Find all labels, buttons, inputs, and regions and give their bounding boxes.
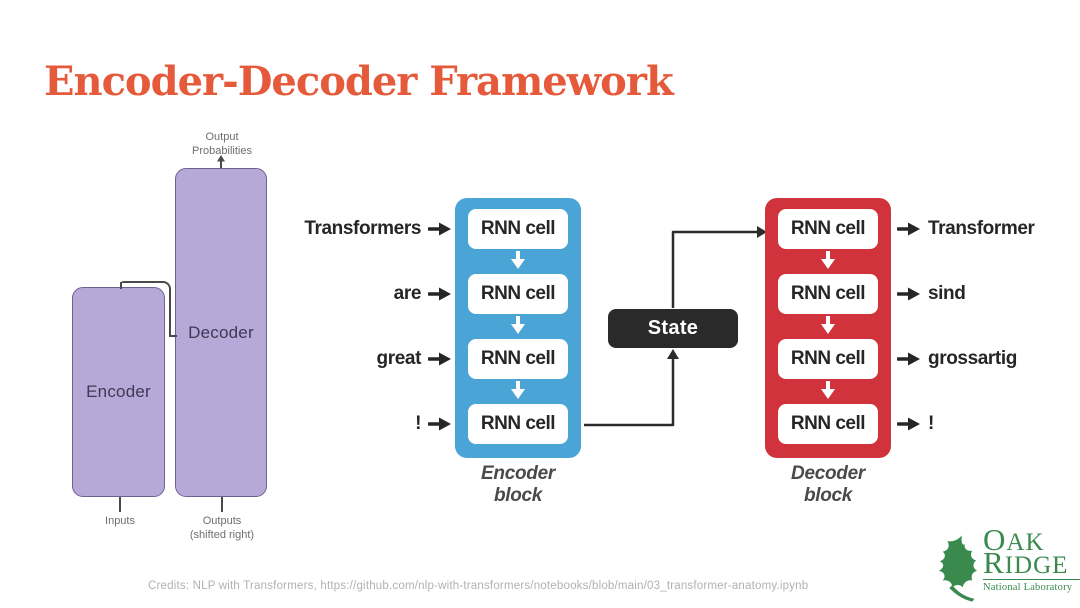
- rnn-cell: RNN cell: [468, 209, 568, 249]
- outputs-line: [221, 497, 223, 512]
- right-arrow-icon: [428, 287, 451, 301]
- right-arrow-icon: [897, 222, 920, 236]
- right-arrow-icon: [897, 287, 920, 301]
- up-arrow-icon: [217, 155, 225, 169]
- encoder-box-label: Encoder: [86, 382, 151, 401]
- decoder-output-word: sind: [928, 283, 966, 304]
- down-arrow-icon: [511, 251, 525, 269]
- down-arrow-icon: [821, 381, 835, 399]
- encoder-to-decoder-connector: [120, 281, 171, 337]
- encoder-input-row: !: [240, 404, 452, 444]
- down-arrow-icon: [511, 381, 525, 399]
- encoder-input-word: !: [415, 413, 421, 434]
- decoder-output-row: !: [897, 404, 1077, 444]
- outputs-label-line1: Outputs: [202, 515, 242, 527]
- oak-ridge-wordmark: OAK RIDGE National Laboratory: [983, 524, 1080, 593]
- rnn-cell: RNN cell: [778, 404, 878, 444]
- logo-oak-rest: AK: [1006, 529, 1045, 556]
- logo-ridge-initial: R: [983, 545, 1005, 580]
- oak-ridge-logo: OAK RIDGE National Laboratory: [933, 524, 1080, 605]
- logo-ridge-rest: IDGE: [1004, 552, 1069, 579]
- inputs-label: Inputs: [105, 515, 135, 527]
- rnn-cell: RNN cell: [468, 339, 568, 379]
- connector-hook: [169, 335, 177, 337]
- output-probabilities-line1: Output: [205, 131, 239, 143]
- inputs-line: [119, 497, 121, 512]
- decoder-output-row: grossartig: [897, 339, 1077, 379]
- encoder-input-row: are: [240, 274, 452, 314]
- right-arrow-icon: [897, 352, 920, 366]
- decoder-box: Decoder: [175, 168, 267, 497]
- right-arrow-icon: [428, 352, 451, 366]
- down-arrow-icon: [511, 316, 525, 334]
- encoder-input-row: Transformers: [240, 209, 452, 249]
- credits-text: Credits: NLP with Transformers, https://…: [148, 580, 809, 592]
- decoder-output-row: sind: [897, 274, 1077, 314]
- down-arrow-icon: [821, 251, 835, 269]
- decoder-output-word: !: [928, 413, 934, 434]
- rnn-encoder-block: RNN cell RNN cell RNN cell RNN cell: [455, 198, 581, 458]
- rnn-cell: RNN cell: [778, 274, 878, 314]
- encoder-input-row: great: [240, 339, 452, 379]
- logo-line-oak: OAK: [983, 524, 1080, 556]
- output-probabilities-line2: Probabilities: [192, 144, 252, 157]
- slide-title: Encoder-Decoder Framework: [44, 58, 674, 105]
- state-connector-lines: [584, 226, 767, 427]
- encoder-input-word: great: [376, 348, 422, 369]
- state-box: State: [608, 309, 738, 348]
- logo-oak-initial: O: [983, 522, 1007, 557]
- decoder-box-label: Decoder: [188, 322, 254, 342]
- down-arrow-icon: [821, 316, 835, 334]
- encoder-box: Encoder: [72, 287, 165, 497]
- encoder-input-word: Transformers: [304, 218, 421, 239]
- encoder-input-word: are: [393, 283, 422, 304]
- rnn-cell: RNN cell: [468, 274, 568, 314]
- encoder-block-caption: Encoder block: [481, 463, 555, 506]
- right-arrow-icon: [428, 222, 451, 236]
- rnn-cell: RNN cell: [468, 404, 568, 444]
- logo-line-ridge: RIDGE: [983, 547, 1080, 579]
- logo-subtitle: National Laboratory: [983, 579, 1080, 593]
- oak-leaf-icon: [938, 535, 978, 602]
- decoder-output-word: grossartig: [928, 348, 1017, 369]
- rnn-cell: RNN cell: [778, 209, 878, 249]
- outputs-label: Outputs (shifted right): [172, 515, 272, 542]
- outputs-label-line2: (shifted right): [189, 528, 255, 541]
- right-arrow-icon: [428, 417, 451, 431]
- output-probabilities-label: Output Probabilities: [162, 131, 282, 158]
- decoder-block-caption: Decoder block: [791, 463, 865, 506]
- rnn-cell: RNN cell: [778, 339, 878, 379]
- decoder-output-row: Transformer: [897, 209, 1077, 249]
- connector-stub: [120, 282, 122, 289]
- right-arrow-icon: [897, 417, 920, 431]
- decoder-output-word: Transformer: [928, 218, 1035, 239]
- rnn-decoder-block: RNN cell RNN cell RNN cell RNN cell: [765, 198, 891, 458]
